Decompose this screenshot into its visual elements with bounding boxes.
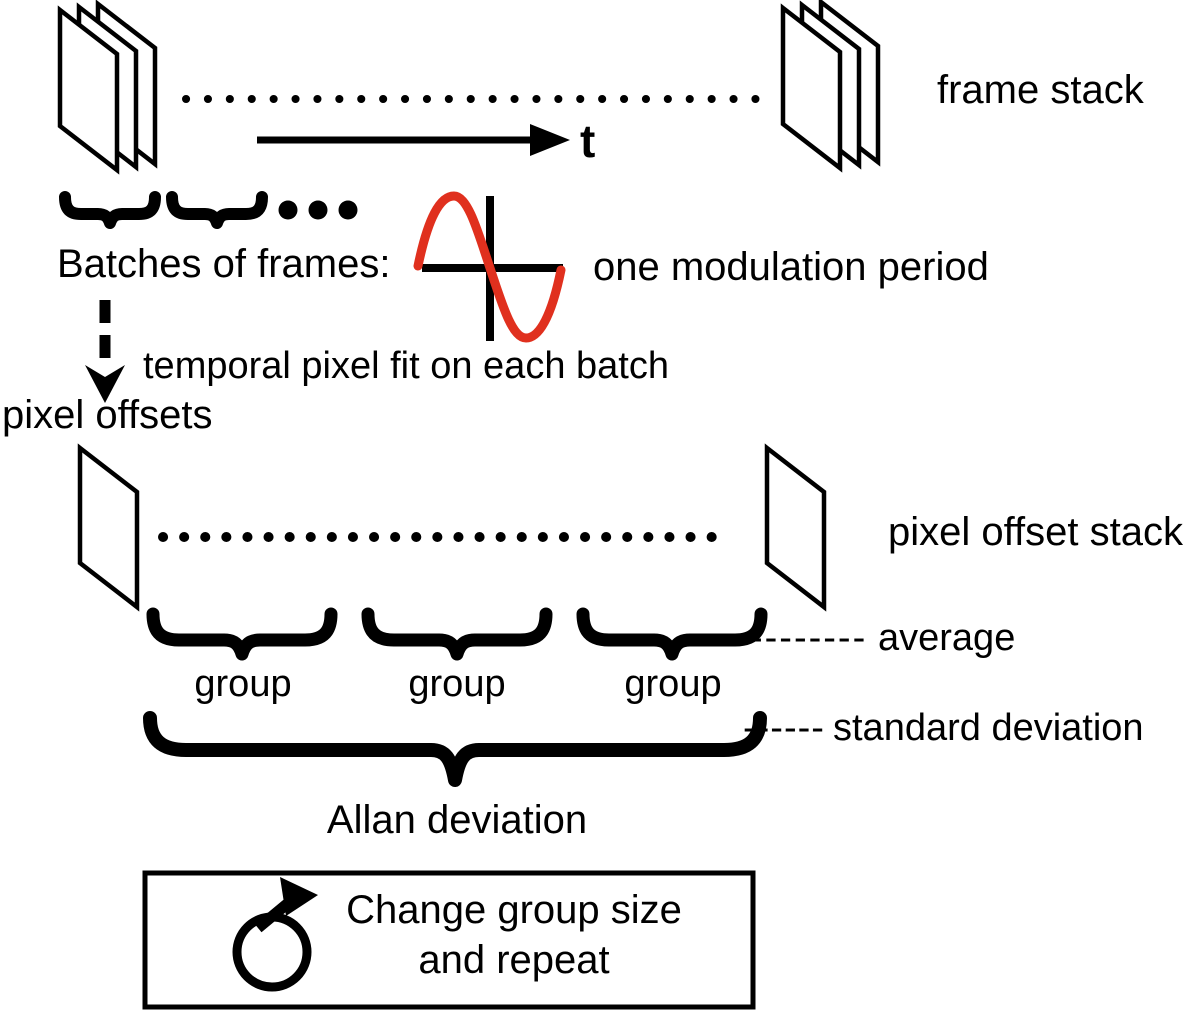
group-braces [146, 607, 768, 661]
arrowhead-icon [85, 365, 125, 403]
frame-stack-left [57, 0, 158, 175]
time-arrow [257, 124, 570, 156]
repeat-box: Change group size and repeat [142, 870, 756, 1010]
group-brace [576, 607, 768, 661]
pixel-offset-frame-left [77, 443, 140, 612]
clockwise-rotate-arrow-icon [232, 877, 318, 992]
batch-brace [59, 191, 161, 229]
repeat-line2: and repeat [418, 938, 609, 982]
allan-brace [143, 711, 767, 787]
time-axis-label: t [580, 115, 595, 167]
std-dashes: ------ [743, 707, 825, 749]
sine-wave-icon [413, 191, 566, 343]
frame-sheet [57, 5, 120, 175]
group-brace [146, 607, 338, 661]
group-label: group [408, 663, 505, 705]
std-label: standard deviation [833, 707, 1144, 749]
group-label: group [194, 663, 291, 705]
pixel-offset-frame-right [764, 443, 827, 612]
batch-brace [166, 191, 268, 229]
allan-label: Allan deviation [327, 798, 587, 842]
average-label: average [878, 617, 1015, 659]
batches-label: Batches of frames: [57, 242, 390, 286]
frame-stack-label: frame stack [937, 68, 1145, 112]
fit-arrow [85, 300, 125, 403]
arrowhead-icon [530, 124, 570, 156]
group-label: group [624, 663, 721, 705]
pixel-offset-stack-label: pixel offset stack [888, 510, 1184, 554]
pixel-offsets-label: pixel offsets [2, 393, 213, 437]
modulation-label: one modulation period [593, 245, 989, 289]
batch-braces [59, 191, 268, 229]
frame-stack-right [780, 0, 881, 173]
repeat-line1: Change group size [346, 888, 682, 932]
frame-sheet [780, 3, 843, 173]
batch-ellipsis-icon [278, 200, 358, 220]
group-brace [361, 607, 553, 661]
fit-label: temporal pixel fit on each batch [143, 345, 669, 387]
average-dashes: -------- [750, 617, 867, 659]
